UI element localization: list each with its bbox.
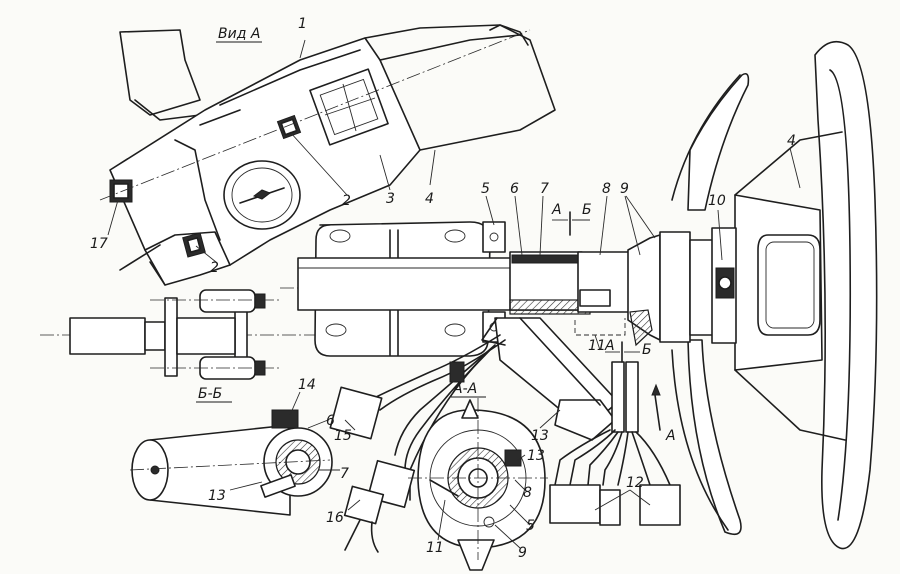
part-label: 6 xyxy=(326,413,335,429)
part-label: 9 xyxy=(620,181,629,197)
cut-mark-a-bottom: А xyxy=(604,338,615,354)
leader-lines xyxy=(107,39,801,549)
part-label: 8 xyxy=(602,181,611,197)
part-label: 1 xyxy=(298,16,307,32)
part-label: 7 xyxy=(540,181,549,197)
section-bb-motor xyxy=(129,409,333,516)
part-label: 6 xyxy=(510,181,519,197)
part-label: 15 xyxy=(334,428,352,444)
part-label: 11 xyxy=(426,540,444,556)
part-label: 8 xyxy=(523,485,532,501)
part-label: 7 xyxy=(340,466,349,482)
cut-mark-a-top: А xyxy=(551,202,562,218)
section-aa-lock xyxy=(408,398,548,571)
part-label: 3 xyxy=(386,191,395,207)
view-titles: Вид А А-А Б-Б xyxy=(196,26,486,403)
part-label: 10 xyxy=(708,193,726,209)
part-label: 16 xyxy=(326,510,344,526)
wiring-harness xyxy=(329,334,506,553)
section-aa-title: А-А xyxy=(452,381,477,397)
part-label: 11 xyxy=(588,338,606,354)
part-label: 13 xyxy=(208,488,226,504)
part-label: 5 xyxy=(526,518,535,534)
cut-mark-b-top: Б xyxy=(582,202,592,218)
cut-mark-b-bottom: Б xyxy=(642,342,652,358)
part-label: 12 xyxy=(626,475,644,491)
view-a-title: Вид А xyxy=(218,26,260,42)
view-arrow-label: А xyxy=(665,428,676,444)
part-callouts: 1 2 2 3 4 4 5 5 6 6 7 7 8 8 9 9 10 11 11… xyxy=(90,16,796,561)
cut-mark-labels: А Б А Б А xyxy=(551,202,676,444)
view-a-housing xyxy=(99,24,556,286)
part-label: 2 xyxy=(210,260,219,276)
section-bb-shaft xyxy=(69,289,280,380)
section-bb-title: Б-Б xyxy=(198,386,222,402)
part-label: 4 xyxy=(425,191,434,207)
part-label: 13 xyxy=(531,428,549,444)
part-label: 2 xyxy=(342,193,351,209)
connector-block-12 xyxy=(549,361,681,526)
part-label: 4 xyxy=(787,133,796,149)
part-label: 17 xyxy=(90,236,108,252)
steering-wheel xyxy=(659,40,878,550)
part-label: 5 xyxy=(481,181,490,197)
part-label: 9 xyxy=(518,545,527,561)
steering-column-assembly xyxy=(40,221,800,441)
part-label: 14 xyxy=(298,377,316,393)
part-label: 13 xyxy=(527,448,545,464)
